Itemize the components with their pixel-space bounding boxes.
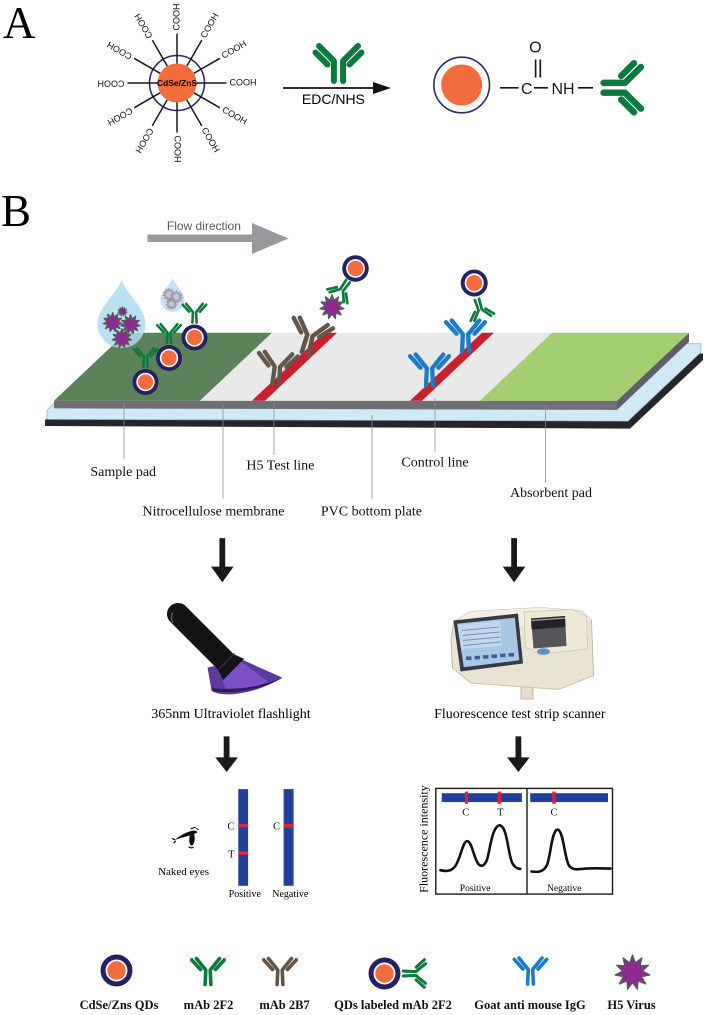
svg-text:Control line: Control line	[401, 456, 468, 471]
svg-text:Negative: Negative	[272, 889, 309, 900]
svg-text:COOH: COOH	[106, 106, 134, 128]
svg-text:COOH: COOH	[198, 11, 220, 39]
svg-text:Naked eyes: Naked eyes	[158, 866, 209, 878]
svg-text:COOH: COOH	[230, 77, 257, 87]
svg-text:T: T	[228, 850, 235, 861]
svg-text:NH: NH	[551, 81, 574, 98]
svg-text:COOH: COOH	[133, 126, 155, 154]
svg-text:Flow direction: Flow direction	[167, 219, 241, 233]
svg-text:H5 Test line: H5 Test line	[246, 459, 314, 474]
svg-text:H5 Virus: H5 Virus	[607, 998, 655, 1012]
svg-text:Negative: Negative	[547, 884, 581, 894]
svg-text:COOH: COOH	[171, 4, 181, 31]
svg-text:Absorbent pad: Absorbent pad	[510, 486, 592, 501]
svg-text:mAb 2B7: mAb 2B7	[259, 998, 309, 1012]
svg-text:Fluorescence intensity: Fluorescence intensity	[417, 785, 431, 893]
svg-text:mAb 2F2: mAb 2F2	[184, 998, 234, 1012]
svg-text:C: C	[462, 808, 469, 819]
svg-text:Fluorescence test strip scanne: Fluorescence test strip scanner	[434, 707, 606, 722]
svg-text:PVC bottom plate: PVC bottom plate	[321, 505, 422, 520]
svg-text:COOH: COOH	[200, 126, 222, 154]
svg-text:T: T	[497, 808, 504, 819]
svg-text:B: B	[1, 186, 31, 236]
svg-text:CdSe/ZnS: CdSe/ZnS	[157, 78, 197, 88]
svg-text:Sample pad: Sample pad	[90, 465, 156, 480]
svg-text:365nm Ultraviolet flashlight: 365nm Ultraviolet flashlight	[151, 707, 311, 722]
svg-text:O: O	[529, 40, 541, 57]
svg-text:Positive: Positive	[460, 884, 491, 894]
svg-text:A: A	[3, 0, 36, 48]
svg-text:EDC/NHS: EDC/NHS	[302, 91, 365, 107]
svg-text:COOH: COOH	[220, 104, 248, 126]
svg-text:C: C	[273, 822, 280, 833]
svg-text:Nitrocellulose membrane: Nitrocellulose membrane	[143, 505, 285, 520]
svg-text:CdSe/Zns QDs: CdSe/Zns QDs	[80, 998, 159, 1012]
svg-text:COOH: COOH	[173, 136, 183, 163]
svg-text:Goat anti mouse IgG: Goat anti mouse IgG	[474, 998, 586, 1012]
svg-text:C: C	[550, 808, 557, 819]
svg-text:COOH: COOH	[105, 40, 133, 62]
svg-text:Positive: Positive	[229, 889, 262, 900]
svg-text:COOH: COOH	[98, 79, 125, 89]
svg-text:QDs labeled mAb 2F2: QDs labeled mAb 2F2	[334, 998, 452, 1012]
svg-text:COOH: COOH	[220, 38, 248, 60]
svg-text:COOH: COOH	[132, 12, 154, 40]
svg-text:C: C	[227, 822, 234, 833]
svg-text:C: C	[521, 81, 533, 98]
